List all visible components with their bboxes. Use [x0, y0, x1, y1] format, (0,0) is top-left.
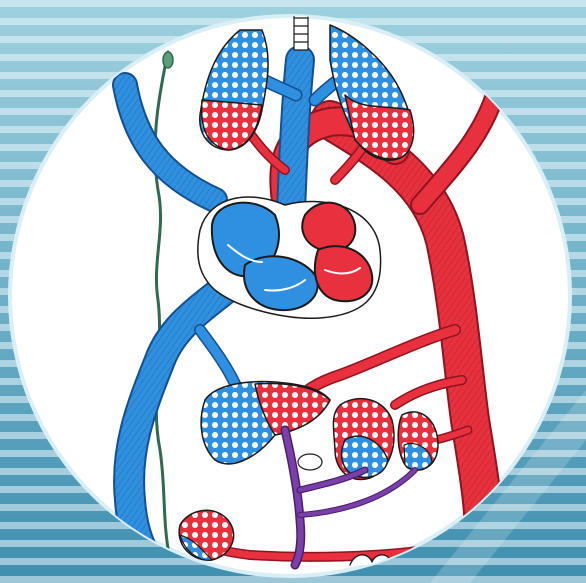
lymph-node	[163, 52, 173, 68]
left-atrium	[302, 203, 355, 252]
